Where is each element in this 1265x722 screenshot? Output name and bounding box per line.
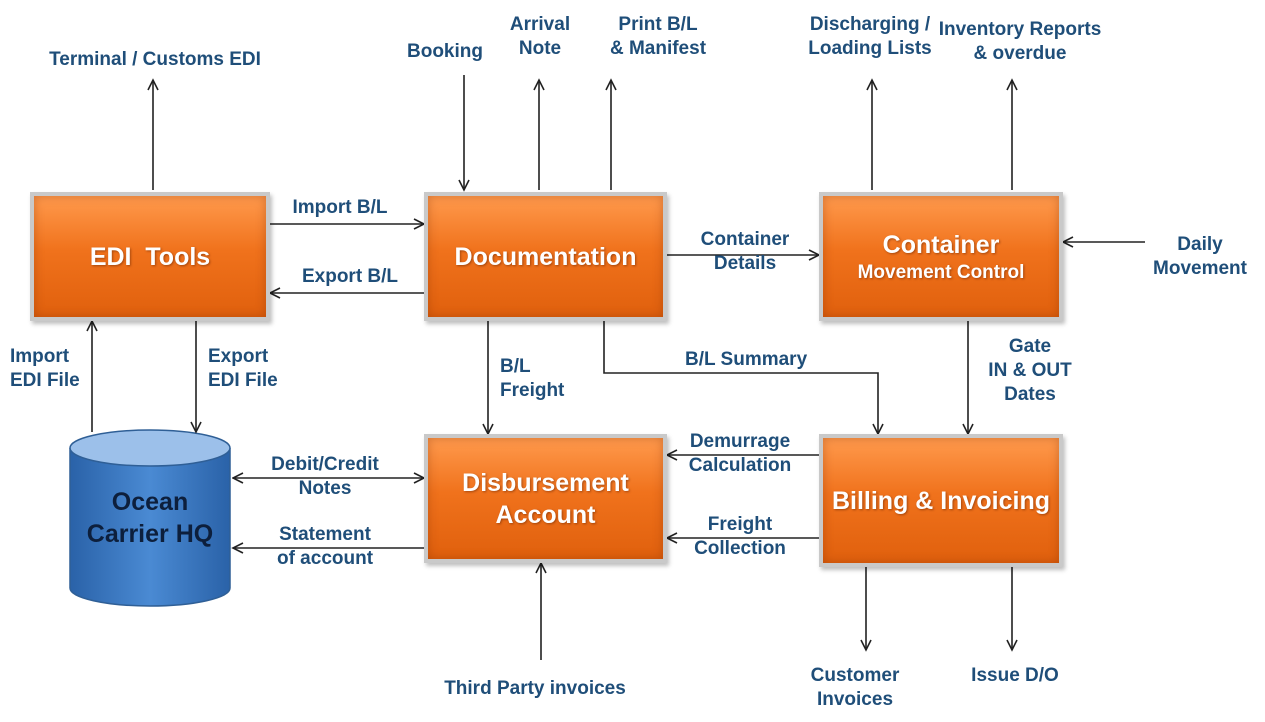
container-movement-box: Container Movement Control [819, 192, 1063, 321]
documentation-title: Documentation [454, 242, 637, 271]
billing-invoicing-box: Billing & Invoicing [819, 434, 1063, 567]
cylinder-shape [69, 429, 231, 607]
label-import-edi-file: Import EDI File [10, 346, 80, 391]
label-freight-collection: Freight Collection [694, 514, 786, 559]
label-demurrage-calculation: Demurrage Calculation [688, 431, 792, 476]
container-subtitle: Movement Control [857, 261, 1025, 283]
label-container-details: Container Details [700, 229, 790, 274]
edi-tools-title: EDI Tools [89, 242, 211, 271]
label-third-party-invoices: Third Party invoices [444, 678, 626, 699]
label-export-bl: Export B/L [301, 266, 399, 287]
documentation-box: Documentation [424, 192, 667, 321]
label-inventory-reports: Inventory Reports & overdue [938, 19, 1102, 64]
label-export-edi-file: Export EDI File [208, 346, 278, 391]
label-booking: Booking [407, 41, 483, 62]
label-bl-summary: B/L Summary [685, 349, 808, 370]
label-statement-of-account: Statement of account [276, 524, 374, 569]
label-import-bl: Import B/L [292, 197, 388, 218]
label-arrival-note: Arrival Note [509, 14, 571, 59]
billing-title: Billing & Invoicing [831, 486, 1051, 515]
disbursement-account-box: Disbursement Account [424, 434, 667, 563]
label-discharging-loading: Discharging / Loading Lists [808, 14, 932, 59]
label-gate-dates: Gate IN & OUT Dates [988, 336, 1072, 405]
label-bl-freight: B/L Freight [500, 356, 565, 401]
ocean-carrier-hq-label: Ocean Carrier HQ [86, 488, 214, 548]
edi-tools-box: EDI Tools [30, 192, 270, 321]
disbursement-title: Disbursement Account [462, 468, 629, 529]
arrow-bl-summary [603, 321, 884, 436]
label-terminal-customs-edi: Terminal / Customs EDI [49, 49, 261, 70]
label-issue-do: Issue D/O [971, 665, 1059, 686]
label-print-bl-manifest: Print B/L & Manifest [609, 14, 707, 59]
label-daily-movement: Daily Movement [1153, 234, 1247, 279]
container-title: Container [882, 230, 1000, 259]
label-debit-credit-notes: Debit/Credit Notes [271, 454, 379, 499]
label-customer-invoices: Customer Invoices [810, 665, 900, 710]
